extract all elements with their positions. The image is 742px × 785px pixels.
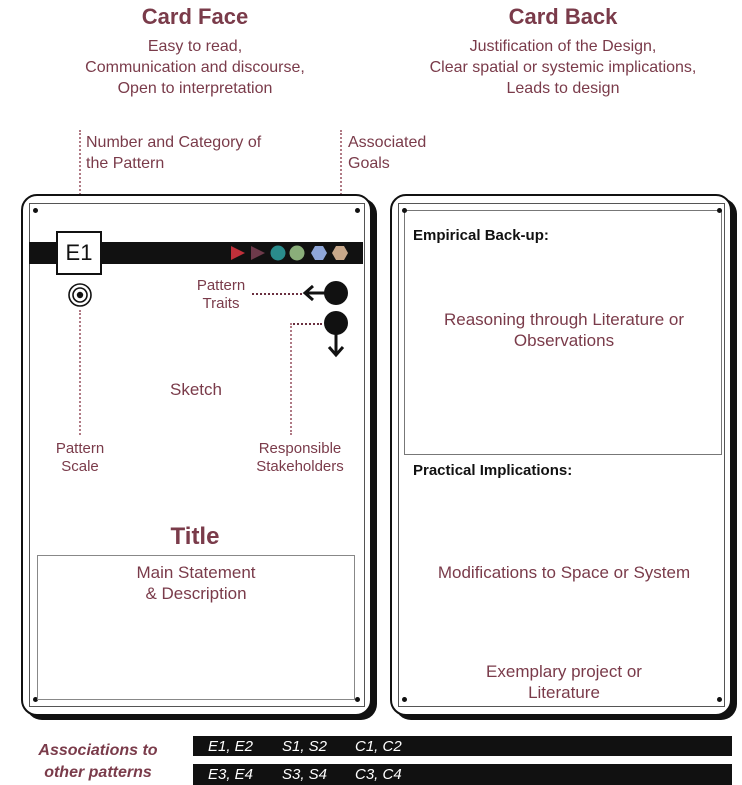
sketch-label: Sketch <box>170 380 222 399</box>
card-face-line: Communication and discourse, <box>85 59 305 76</box>
card-back <box>390 194 732 716</box>
exemplary-project-text: Exemplary project or Literature <box>430 661 698 703</box>
corner-dot <box>33 697 38 702</box>
goal-circle-icon <box>289 245 305 261</box>
goal-circle-icon <box>270 245 286 261</box>
associations-line: Associations to <box>38 742 158 759</box>
corner-dot <box>717 208 722 213</box>
empirical-backup-line: Reasoning through Literature or <box>443 310 685 329</box>
card-back-description: Justification of the Design, Clear spati… <box>383 36 742 99</box>
pattern-scale-line: Pattern <box>55 440 105 457</box>
corner-dot <box>717 697 722 702</box>
main-statement-label: Main Statement & Description <box>70 562 322 604</box>
pattern-scale-icon <box>68 283 92 307</box>
card-back-line: Clear spatial or systemic implications, <box>429 59 697 76</box>
card-face-heading: Card Face <box>141 4 249 29</box>
pattern-traits-line: Pattern <box>196 277 246 294</box>
card-face-frame <box>29 203 365 707</box>
goal-icons <box>231 245 348 261</box>
empirical-section-frame <box>404 210 722 455</box>
pattern-scale-label: Pattern Scale <box>40 440 120 476</box>
associated-goals-line: Associated <box>348 134 427 151</box>
association-group-c: C3, C4 <box>355 766 402 783</box>
number-category-label: Number and Category of the Pattern <box>86 132 326 174</box>
card-back-line: Justification of the Design, <box>469 38 657 55</box>
associations-label: Associations to other patterns <box>20 740 176 784</box>
corner-dot <box>33 208 38 213</box>
main-statement-line: Main Statement <box>136 563 256 582</box>
card-face <box>21 194 372 716</box>
associated-goals-line: Goals <box>348 155 390 172</box>
stakeholders-leader-horizontal <box>290 323 322 325</box>
association-group-s: S1, S2 <box>282 737 328 755</box>
corner-dot <box>402 208 407 213</box>
number-category-line: Number and Category of <box>86 134 262 151</box>
responsible-stakeholders-label: Responsible Stakeholders <box>242 440 358 476</box>
association-group-e: E3, E4 <box>208 766 254 783</box>
traits-leader-line <box>252 293 302 295</box>
statement-box <box>37 555 355 700</box>
empirical-backup-line: Observations <box>513 331 615 350</box>
responsible-stakeholders-line: Responsible <box>258 440 342 457</box>
association-group-c: C1, C2 <box>355 737 402 755</box>
goal-triangle-icon <box>251 246 265 260</box>
card-title: Title <box>170 523 220 550</box>
associations-line: other patterns <box>44 764 152 781</box>
stakeholders-leader-vertical <box>290 323 292 435</box>
card-face-line: Open to interpretation <box>117 80 273 97</box>
association-group-s: S3, S4 <box>282 766 328 783</box>
pattern-traits-label: Pattern Traits <box>186 277 256 313</box>
responsible-stakeholders-line: Stakeholders <box>256 458 344 475</box>
goal-triangle-icon <box>231 246 245 260</box>
trait-arrow-left-icon <box>302 281 348 305</box>
empirical-backup-heading: Empirical Back-up: <box>413 227 549 244</box>
practical-implications-heading: Practical Implications: <box>413 462 573 479</box>
card-back-line: Leads to design <box>506 80 620 97</box>
pattern-id-box: E1 <box>56 231 102 275</box>
goal-hexagon-icon <box>332 246 348 260</box>
corner-dot <box>355 697 360 702</box>
corner-dot <box>402 697 407 702</box>
association-group-e: E1, E2 <box>208 737 254 755</box>
card-face-description: Easy to read, Communication and discours… <box>40 36 350 99</box>
main-statement-line: & Description <box>145 584 247 603</box>
card-back-heading: Card Back <box>508 4 618 29</box>
goal-hexagon-icon <box>311 246 327 260</box>
card-back-frame <box>398 203 725 707</box>
associations-row: E3, E4 S3, S4 C3, C4 <box>193 764 732 785</box>
associations-row: E1, E2 S1, S2 C1, C2 <box>193 736 732 756</box>
corner-dot <box>355 208 360 213</box>
empirical-backup-text: Reasoning through Literature or Observat… <box>412 309 716 351</box>
number-leader-line <box>79 130 81 230</box>
goals-leader-line <box>340 130 342 238</box>
pattern-traits-line: Traits <box>202 295 240 312</box>
scale-leader-line <box>79 310 81 435</box>
number-category-line: the Pattern <box>86 155 165 172</box>
trait-arrow-down-icon <box>324 311 348 358</box>
exemplary-project-line: Literature <box>528 683 600 702</box>
associated-goals-label: Associated Goals <box>348 132 458 174</box>
practical-implications-text: Modifications to Space or System <box>437 563 691 582</box>
pattern-scale-line: Scale <box>61 458 99 475</box>
exemplary-project-line: Exemplary project or <box>486 662 642 681</box>
card-face-line: Easy to read, <box>147 38 243 55</box>
